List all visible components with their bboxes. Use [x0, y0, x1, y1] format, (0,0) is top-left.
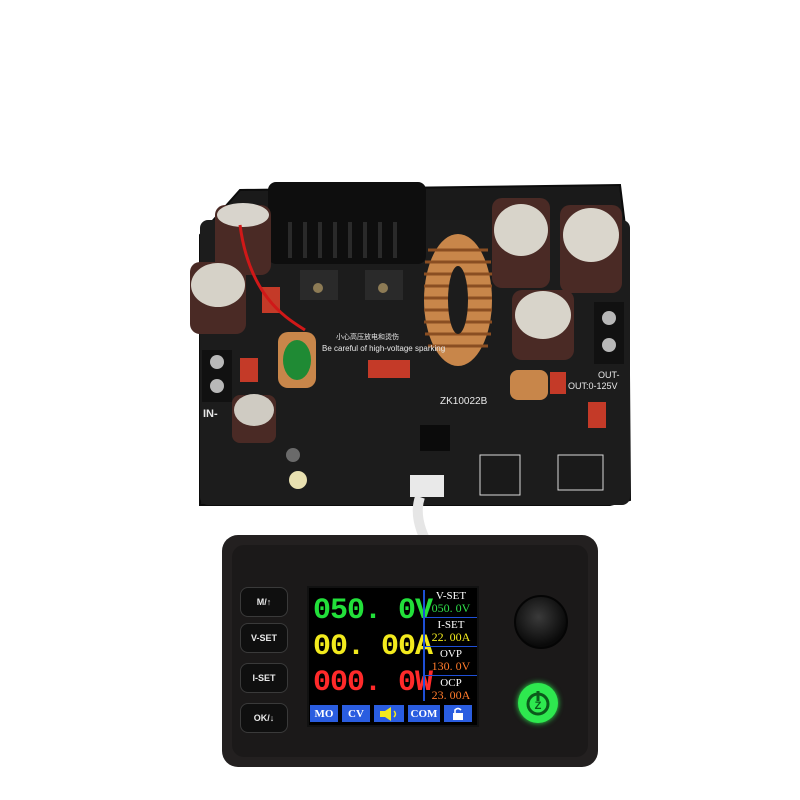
- warning-cn-label: 小心高压放电和烫伤: [336, 334, 399, 341]
- heatsink: [268, 182, 426, 264]
- ok-down-button[interactable]: OK/↓: [240, 703, 288, 733]
- voltage-readout: 050. 0V: [313, 594, 433, 628]
- power-button-icon: Z: [526, 691, 550, 716]
- toroid-inductor: [424, 234, 492, 366]
- mode-status: MO: [310, 705, 338, 722]
- rotary-knob[interactable]: [514, 595, 568, 649]
- warning-en-label: Be careful of high-voltage sparking: [322, 344, 446, 353]
- in-label: IN-: [203, 408, 218, 420]
- power-readout: 000. 0W: [313, 666, 433, 700]
- vset-button[interactable]: V-SET: [240, 623, 288, 653]
- lock-icon: [444, 705, 472, 722]
- mode-up-button[interactable]: M/↑: [240, 587, 288, 617]
- ovp-label: OVP: [439, 648, 462, 660]
- capacitors: [190, 198, 622, 443]
- com-status: COM: [408, 705, 440, 722]
- iset-button[interactable]: I-SET: [240, 663, 288, 693]
- out-label: OUT-: [598, 370, 620, 380]
- iset-label: I-SET: [437, 619, 465, 631]
- out-range-label: OUT:0-125V: [568, 381, 618, 391]
- model-label: ZK10022B: [440, 396, 488, 407]
- iset-value: 22. 00A: [431, 630, 471, 644]
- vset-label: V-SET: [435, 590, 467, 602]
- current-readout: 00. 00A: [313, 630, 433, 664]
- lcd-display: 050. 0V 00. 00A 000. 0W V-SET 050. 0V I-…: [307, 586, 479, 727]
- power-button[interactable]: Z: [518, 683, 558, 723]
- speaker-icon: [374, 705, 404, 722]
- ovp-value: 130. 0V: [431, 659, 471, 673]
- ocp-label: OCP: [440, 677, 462, 689]
- vset-value: 050. 0V: [431, 601, 471, 615]
- regulation-status: CV: [342, 705, 370, 722]
- panel-divider: [423, 590, 425, 701]
- ocp-value: 23. 00A: [431, 688, 471, 702]
- svg-text:Z: Z: [535, 700, 542, 712]
- status-bar: MO CV COM: [310, 704, 476, 723]
